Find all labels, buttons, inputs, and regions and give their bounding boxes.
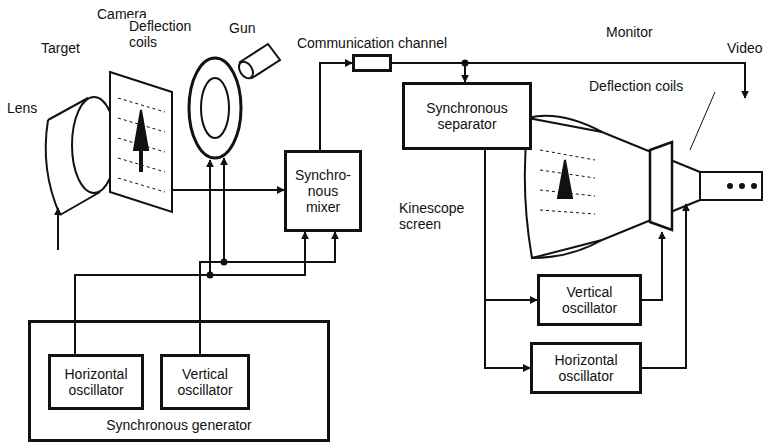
- separator-box: Synchronous separator: [402, 82, 532, 150]
- channel-box: Communication channel: [352, 54, 392, 72]
- generator-box: Synchronous generator Horizontal oscillat…: [28, 320, 330, 442]
- part-label: Video: [726, 40, 764, 56]
- node-label: Communication channel: [297, 35, 447, 51]
- node-label: Vertical oscillator: [163, 366, 247, 398]
- signal-connector: [200, 232, 335, 354]
- part-label: Monitor: [605, 24, 654, 40]
- leader-line: [690, 92, 715, 150]
- part-label: Target: [40, 40, 81, 56]
- node-label: Synchro- nous mixer: [287, 167, 359, 215]
- target-plate: [110, 72, 172, 212]
- part-label: Gun: [228, 20, 256, 36]
- signal-connector: [392, 63, 465, 82]
- oscillator-box: Vertical oscillator: [537, 274, 642, 326]
- video-signal-line: [172, 189, 284, 191]
- mixer-box: Synchro- nous mixer: [284, 150, 362, 232]
- part-label: Kinescope screen: [398, 200, 476, 232]
- signal-connector: [320, 63, 352, 150]
- node-label: Vertical oscillator: [540, 284, 639, 316]
- node-label: Synchronous generator: [31, 417, 327, 433]
- lens-drawing: [46, 97, 116, 250]
- node-label: Synchronous separator: [405, 100, 529, 132]
- oscillator-box: Horizontal oscillator: [48, 354, 144, 410]
- signal-connector: [485, 150, 530, 368]
- camera-deflection-coils: [189, 58, 241, 278]
- signal-connector: [485, 150, 537, 300]
- oscillator-box: Vertical oscillator: [160, 354, 250, 410]
- node-label: Horizontal oscillator: [533, 352, 639, 384]
- horizontal-drive-line: [636, 204, 686, 368]
- kinescope-tube: [525, 116, 762, 258]
- node-label: Horizontal oscillator: [51, 366, 141, 398]
- part-label: Deflection coils: [588, 78, 684, 94]
- part-label: Lens: [6, 100, 38, 116]
- part-label: Deflection coils: [128, 18, 206, 50]
- electron-gun: [236, 44, 280, 81]
- oscillator-box: Horizontal oscillator: [530, 342, 642, 394]
- signal-connector: [75, 232, 305, 354]
